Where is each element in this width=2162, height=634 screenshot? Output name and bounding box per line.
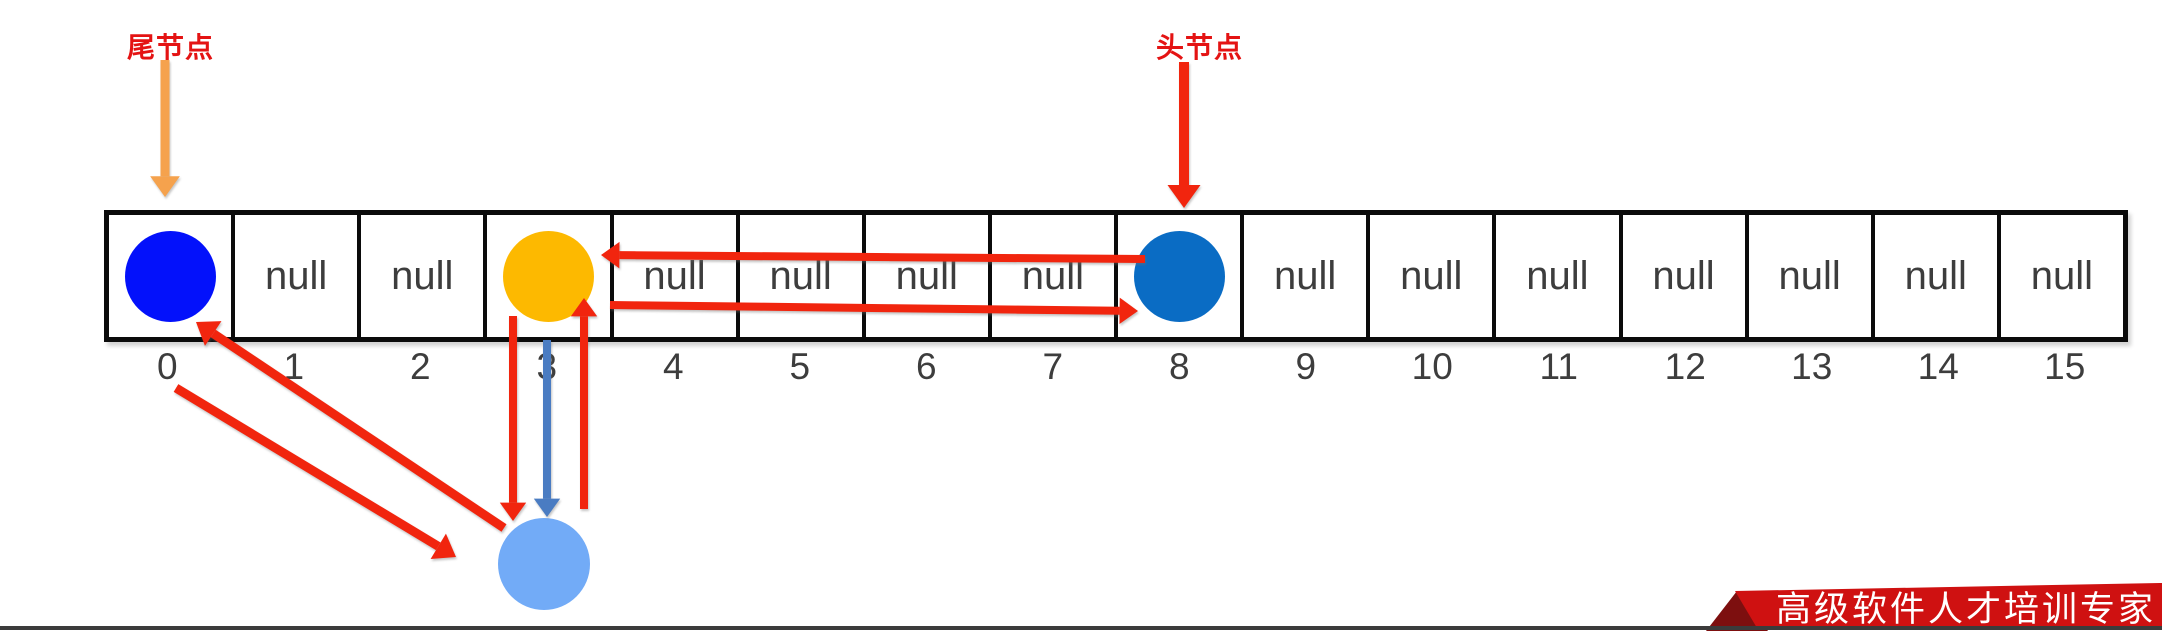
bucket-index-4: 4 (662, 346, 684, 387)
null-value: null (1400, 253, 1463, 298)
head-node-label: 头节点 (1156, 32, 1244, 63)
bucket-index-12: 12 (1664, 346, 1706, 387)
ribbon-fold (1706, 591, 1768, 631)
ribbon-band (1735, 583, 2162, 628)
node3-to-overflow-red-arrow (499, 316, 527, 521)
null-value: null (1904, 253, 1967, 298)
null-value: null (643, 253, 706, 298)
bucket-cell-15: null (1996, 215, 2123, 337)
bucket-cell-1: null (231, 215, 357, 337)
bucket-cell-13: null (1744, 215, 1871, 337)
node8-to-node3-arrow (601, 241, 1146, 269)
bucket-index-9: 9 (1295, 346, 1317, 387)
bucket-index-15: 15 (2044, 346, 2086, 387)
bucket-index-7: 7 (1042, 346, 1064, 387)
null-value: null (1526, 253, 1589, 298)
overflow-to-node3-red-arrow (570, 298, 598, 509)
bucket-index-14: 14 (1917, 346, 1959, 387)
null-value: null (769, 253, 832, 298)
head-node-circle (1133, 230, 1225, 322)
tail-node-circle (124, 230, 216, 322)
head-pointer-arrow (1167, 62, 1201, 208)
null-value: null (2030, 253, 2094, 298)
null-value: null (1778, 253, 1841, 298)
brand-text: 高级软件人才培训专家 (1776, 590, 2156, 629)
brand-ribbon: 高级软件人才培训专家 (1706, 583, 2162, 631)
tail-node-label: 尾节点 (127, 32, 215, 63)
bucket-index-11: 11 (1539, 346, 1578, 387)
bucket-cell-2: null (357, 215, 483, 337)
bucket-index-13: 13 (1791, 346, 1833, 387)
tail-pointer-arrow (150, 60, 180, 197)
bucket-index-10: 10 (1411, 346, 1453, 387)
bucket-cell-11: null (1492, 215, 1618, 337)
bucket-index-2: 2 (409, 346, 431, 387)
bucket-array: null null null null null null null null null null… (104, 210, 2128, 342)
bucket-cell-0 (109, 215, 231, 337)
detached-node-circle (498, 518, 590, 610)
bucket-cell-9: null (1240, 215, 1366, 337)
bucket-index-0: 0 (156, 346, 178, 387)
slide-bottom-border (0, 626, 2162, 630)
bucket-index-8: 8 (1168, 346, 1190, 387)
bucket-cell-14: null (1870, 215, 1997, 337)
null-value: null (1274, 253, 1337, 298)
bucket-index-5: 5 (789, 346, 811, 387)
node0-to-overflow-arrow (173, 384, 456, 560)
bucket-cell-12: null (1618, 215, 1745, 337)
bucket-index-1: 1 (283, 346, 305, 387)
bucket-cell-5: null (735, 215, 862, 337)
bucket-cell-8 (1114, 215, 1240, 337)
index-row: 0123456789101112131415 (104, 346, 2128, 388)
bucket-cell-10: null (1366, 215, 1492, 337)
overflow-to-node0-arrow (196, 321, 507, 532)
null-value: null (265, 253, 328, 298)
null-value: null (1652, 253, 1715, 298)
bucket-cell-4: null (609, 215, 736, 337)
node3-to-node8-arrow (609, 297, 1138, 324)
null-value: null (391, 253, 454, 298)
node3-to-overflow-blue-arrow (533, 340, 561, 517)
bucket-index-6: 6 (915, 346, 937, 387)
